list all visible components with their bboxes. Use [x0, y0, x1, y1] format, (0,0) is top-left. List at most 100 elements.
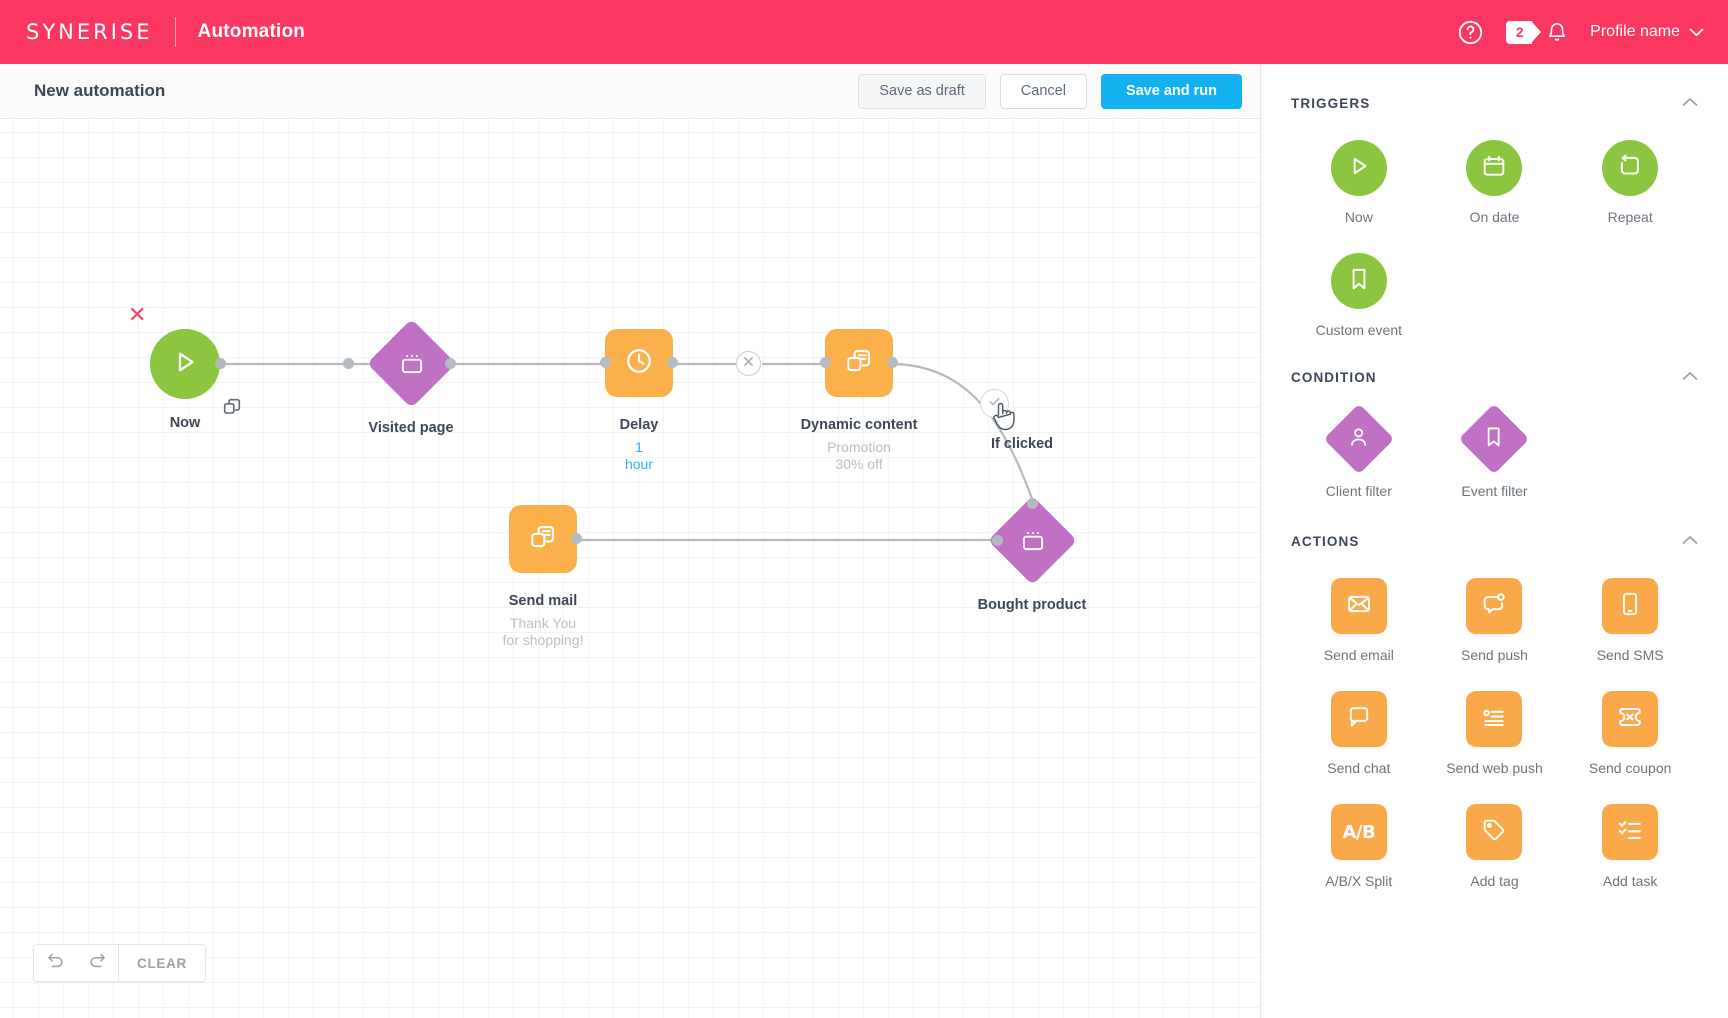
- tool-trigger-now-label: Now: [1344, 209, 1373, 225]
- bell-icon: [1546, 21, 1568, 44]
- tool-trigger-repeat[interactable]: Repeat: [1562, 118, 1698, 225]
- profile-menu[interactable]: Profile name: [1590, 23, 1704, 41]
- tool-trigger-on-date-label: On date: [1469, 209, 1520, 225]
- tool-action-send-chat-label: Send chat: [1327, 760, 1391, 776]
- tool-action-send-email[interactable]: Send email: [1291, 556, 1427, 663]
- node-delay-shape[interactable]: [600, 329, 678, 397]
- node-visited-page-label: Visited page: [368, 420, 454, 436]
- tool-trigger-custom-event[interactable]: Custom event: [1291, 231, 1427, 338]
- tool-trigger-now-shape: [1330, 140, 1387, 196]
- node-now[interactable]: ✕ Now: [128, 305, 241, 431]
- node-dynamic-content[interactable]: Dynamic content Promotion 30% off: [801, 329, 917, 472]
- tool-trigger-repeat-label: Repeat: [1607, 209, 1653, 225]
- edge-label-if-clicked: If clicked: [990, 436, 1054, 452]
- chevron-up-icon[interactable]: [1682, 368, 1698, 386]
- node-now-label: Now: [169, 415, 201, 431]
- node-visited-page[interactable]: Visited page: [343, 318, 457, 436]
- node-now-duplicate-icon[interactable]: [222, 397, 242, 422]
- synerise-logo: SYNERISE: [26, 20, 153, 44]
- tool-trigger-repeat-shape: [1602, 140, 1659, 196]
- node-bought-input-port-top[interactable]: [1027, 498, 1038, 509]
- tool-condition-client-filter-shape: [1323, 403, 1395, 475]
- tool-action-send-email-shape: [1330, 578, 1387, 634]
- node-dynamic-content-shape[interactable]: [820, 329, 898, 397]
- bookmark-icon: [1346, 266, 1372, 297]
- node-visited-output-port[interactable]: [445, 358, 456, 369]
- node-bought-product-shape[interactable]: [987, 495, 1078, 586]
- app-name-label: Automation: [197, 21, 306, 42]
- tool-action-send-web-push-shape: [1466, 691, 1523, 747]
- chevron-up-icon[interactable]: [1682, 94, 1698, 112]
- layers-icon: [529, 523, 557, 556]
- node-bought-product-label: Bought product: [977, 597, 1087, 613]
- node-send-mail-shape[interactable]: [509, 505, 582, 573]
- node-visited-input-port[interactable]: [343, 358, 354, 369]
- tool-condition-event-filter-label: Event filter: [1461, 483, 1528, 499]
- browser-window-icon: [1001, 509, 1064, 572]
- node-delay[interactable]: Delay 1 hour: [600, 329, 678, 472]
- section-title-triggers: TRIGGERS: [1291, 95, 1371, 111]
- user-icon: [1347, 425, 1371, 454]
- cancel-button[interactable]: Cancel: [999, 73, 1087, 109]
- workflow-edges: [222, 362, 1034, 542]
- tool-action-abx-split[interactable]: A/B A/B/X Split: [1291, 782, 1427, 889]
- node-send-mail[interactable]: Send mail Thank You for shopping!: [503, 505, 583, 648]
- undo-button[interactable]: [34, 944, 76, 982]
- node-dynamic-output-port[interactable]: [887, 357, 898, 368]
- edge-condition-button[interactable]: [980, 389, 1009, 418]
- tool-trigger-on-date[interactable]: On date: [1427, 118, 1563, 225]
- node-send-mail-output-port[interactable]: [571, 533, 582, 544]
- workflow-canvas[interactable]: ✕ Now: [0, 119, 1260, 1018]
- node-now-output-port[interactable]: [215, 358, 226, 369]
- node-delay-sublabel: 1 hour: [624, 439, 654, 472]
- redo-icon: [88, 951, 107, 975]
- node-dynamic-input-port[interactable]: [820, 357, 831, 368]
- clear-button[interactable]: CLEAR: [137, 955, 187, 971]
- section-header-actions[interactable]: ACTIONS: [1291, 532, 1698, 550]
- tool-action-add-tag[interactable]: Add tag: [1427, 782, 1563, 889]
- tool-action-send-sms[interactable]: Send SMS: [1562, 556, 1698, 663]
- node-delay-input-port[interactable]: [600, 357, 611, 368]
- node-send-mail-label: Send mail: [508, 593, 578, 609]
- page-toolbar: New automation Save as draft Cancel Save…: [0, 64, 1260, 119]
- play-icon: [1346, 153, 1372, 184]
- tool-action-abx-split-label: A/B/X Split: [1325, 873, 1393, 889]
- tool-action-send-push-shape: [1466, 578, 1523, 634]
- tool-action-send-web-push[interactable]: Send web push: [1427, 669, 1563, 776]
- section-header-triggers[interactable]: TRIGGERS: [1291, 94, 1698, 112]
- tool-action-send-chat[interactable]: Send chat: [1291, 669, 1427, 776]
- tool-action-send-push[interactable]: Send push: [1427, 556, 1563, 663]
- edge-dynamic-to-bought: [892, 362, 1034, 500]
- node-bought-product[interactable]: Bought product: [978, 495, 1086, 613]
- undo-icon: [46, 951, 65, 975]
- tool-action-send-coupon[interactable]: Send coupon: [1562, 669, 1698, 776]
- node-delay-output-port[interactable]: [667, 357, 678, 368]
- node-now-delete-icon[interactable]: ✕: [128, 303, 147, 328]
- save-and-run-button[interactable]: Save and run: [1100, 73, 1242, 109]
- tool-condition-client-filter[interactable]: Client filter: [1291, 392, 1427, 499]
- notifications-button[interactable]: 2: [1506, 20, 1568, 44]
- edge-delete-button[interactable]: [736, 351, 761, 376]
- page-title: New automation: [34, 81, 166, 100]
- tool-action-add-task[interactable]: Add task: [1562, 782, 1698, 889]
- section-header-condition[interactable]: CONDITION: [1291, 368, 1698, 386]
- play-icon: [170, 347, 200, 382]
- tool-action-add-tag-label: Add tag: [1470, 873, 1519, 889]
- node-bought-input-port-left[interactable]: [992, 535, 1003, 546]
- redo-button[interactable]: [76, 944, 118, 982]
- save-as-draft-button[interactable]: Save as draft: [858, 73, 986, 109]
- tool-action-add-task-label: Add task: [1602, 873, 1658, 889]
- node-now-shape[interactable]: [150, 329, 226, 399]
- tool-trigger-now[interactable]: Now: [1291, 118, 1427, 225]
- web-push-icon: [1481, 704, 1507, 735]
- chevron-up-icon[interactable]: [1682, 532, 1698, 550]
- toolbar-divider: [118, 944, 119, 982]
- node-delay-label: Delay: [619, 417, 659, 433]
- toolbar-actions: Save as draft Cancel Save and run: [858, 73, 1242, 109]
- layers-icon: [845, 347, 873, 380]
- tool-condition-event-filter[interactable]: Event filter: [1427, 392, 1563, 499]
- chevron-down-icon: [1689, 28, 1704, 37]
- node-visited-page-shape[interactable]: [366, 318, 457, 409]
- question-circle-icon[interactable]: [1457, 19, 1484, 46]
- task-list-icon: [1617, 817, 1643, 848]
